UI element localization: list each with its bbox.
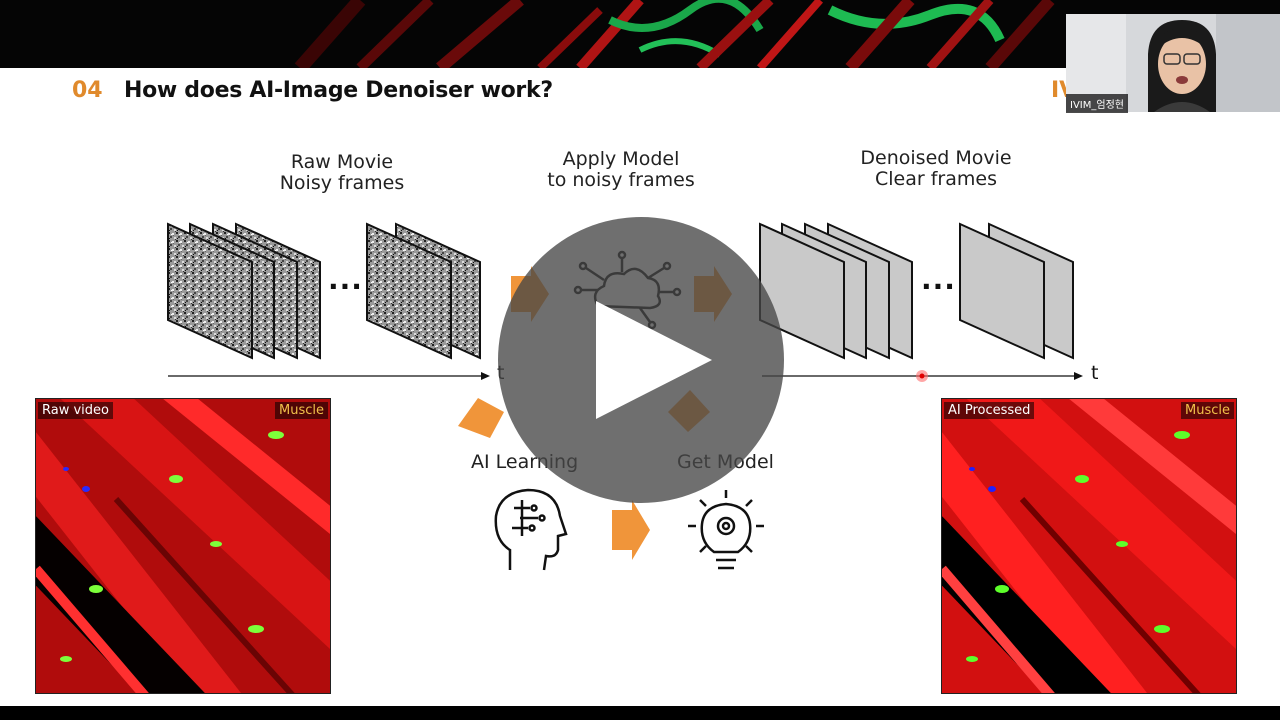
denoised-movie-label: Denoised Movie Clear frames bbox=[860, 147, 1012, 190]
raw-tissue-tag: Muscle bbox=[275, 402, 328, 419]
lightbulb-gear-icon bbox=[688, 490, 764, 570]
processed-tissue-tag: Muscle bbox=[1181, 402, 1234, 419]
slide-number: 04 bbox=[72, 78, 103, 103]
ellipsis-raw: ··· bbox=[328, 270, 363, 303]
processed-muscle-image bbox=[942, 399, 1236, 693]
raw-video-panel: Raw video Muscle bbox=[35, 398, 331, 694]
ai-brain-head-icon bbox=[494, 488, 568, 571]
ai-processed-panel: AI Processed Muscle bbox=[941, 398, 1237, 694]
raw-video-tag: Raw video bbox=[38, 402, 113, 419]
ellipsis-denoised: ··· bbox=[921, 270, 956, 303]
webcam-participant-name: IVIM_엄정현 bbox=[1066, 94, 1128, 113]
time-axis-label-denoised: t bbox=[1091, 362, 1099, 384]
ai-processed-tag: AI Processed bbox=[944, 402, 1035, 419]
slide-title: How does AI-Image Denoiser work? bbox=[124, 78, 553, 103]
raw-muscle-image bbox=[36, 399, 330, 693]
noisy-frame-stack-1 bbox=[167, 222, 321, 360]
clear-frame-stack-2 bbox=[959, 222, 1074, 360]
apply-model-label: Apply Model to noisy frames bbox=[547, 148, 695, 191]
raw-movie-label: Raw Movie Noisy frames bbox=[279, 151, 405, 194]
clear-frame-stack-1 bbox=[759, 222, 913, 360]
video-bottom-bar bbox=[0, 706, 1280, 720]
play-icon bbox=[596, 301, 712, 419]
play-button[interactable] bbox=[498, 217, 784, 503]
noisy-frame-stack-2 bbox=[366, 222, 481, 360]
